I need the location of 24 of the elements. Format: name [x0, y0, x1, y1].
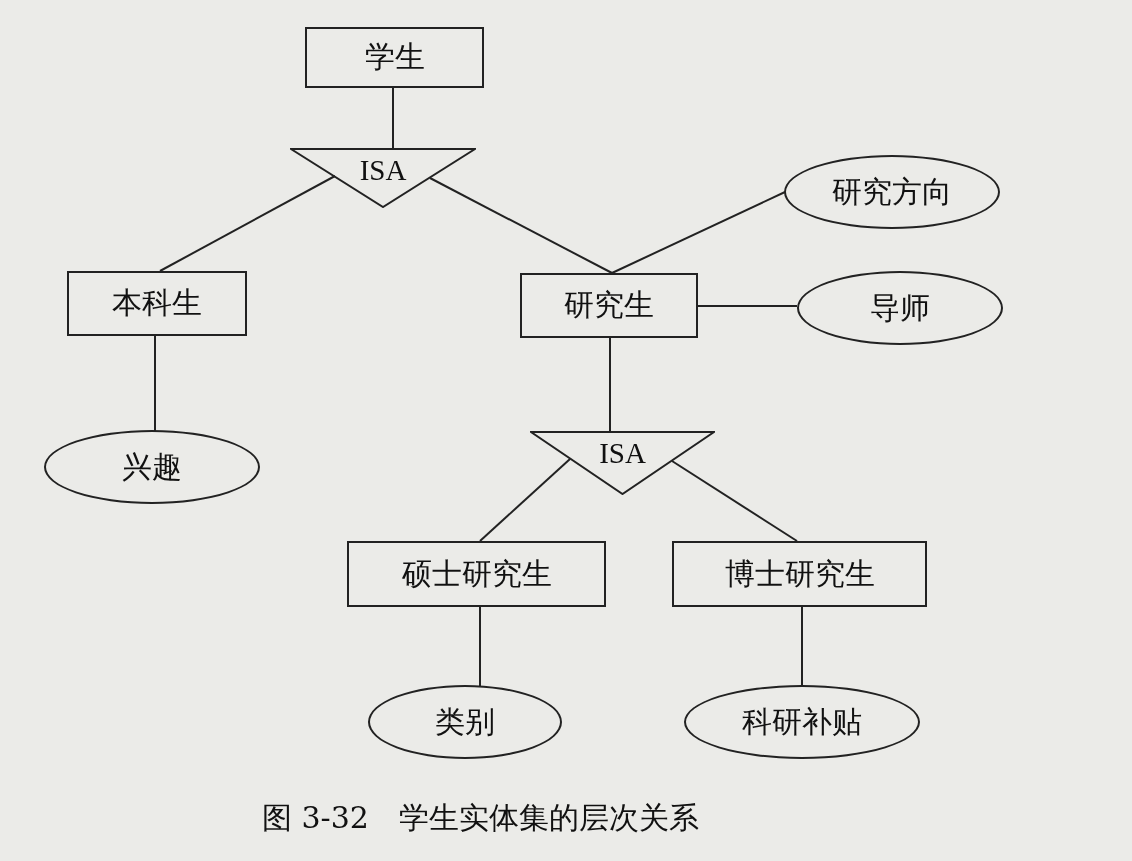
connector-line — [801, 606, 803, 687]
entity-box: 硕士研究生 — [347, 541, 606, 607]
connector-line — [154, 335, 156, 432]
connector-line — [429, 177, 613, 274]
attribute-ellipse: 兴趣 — [44, 430, 260, 504]
entity-box: 博士研究生 — [672, 541, 927, 607]
connector-line — [159, 175, 336, 272]
connector-line — [697, 305, 798, 307]
figure-caption: 图 3-32 学生实体集的层次关系 — [262, 799, 699, 837]
connector-line — [611, 191, 786, 274]
isa-triangle: ISA — [530, 431, 715, 495]
isa-triangle: ISA — [290, 148, 476, 208]
attribute-ellipse: 导师 — [797, 271, 1003, 345]
connector-line — [479, 606, 481, 687]
attribute-ellipse: 研究方向 — [784, 155, 1000, 229]
entity-box: 研究生 — [520, 273, 698, 338]
entity-box: 学生 — [305, 27, 484, 88]
connector-line — [479, 458, 571, 542]
entity-box: 本科生 — [67, 271, 247, 336]
connector-line — [671, 460, 798, 542]
connector-line — [392, 87, 394, 149]
connector-line — [609, 337, 611, 432]
attribute-ellipse: 类别 — [368, 685, 562, 759]
attribute-ellipse: 科研补贴 — [684, 685, 920, 759]
